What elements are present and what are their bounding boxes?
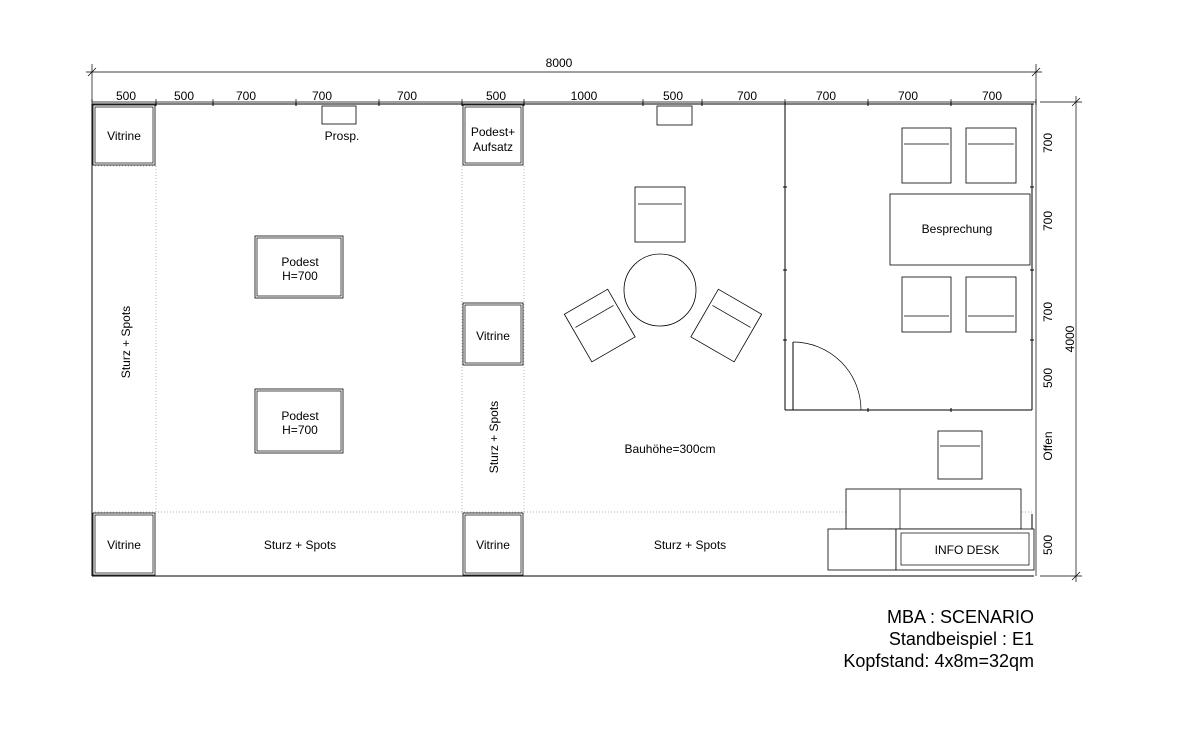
podest-1: Podest H=700 bbox=[254, 235, 344, 299]
dim-top-3: 700 bbox=[236, 89, 256, 103]
top-overall-dimension: 8000 bbox=[86, 56, 1042, 102]
vitrine-bottom-left: Vitrine bbox=[92, 512, 156, 576]
vitrine-top-left: Vitrine bbox=[92, 104, 156, 166]
chair-right bbox=[690, 288, 763, 363]
vitrine-bottom-left-label: Vitrine bbox=[107, 538, 141, 552]
dim-top-12: 700 bbox=[982, 89, 1002, 103]
podest-1-label-2: H=700 bbox=[282, 269, 318, 283]
sturz-bottom-right-label: Sturz + Spots bbox=[654, 538, 726, 552]
dim-total-depth: 4000 bbox=[1063, 325, 1077, 352]
wall-box bbox=[656, 105, 693, 126]
right-overall-dimension: 4000 bbox=[1040, 96, 1082, 582]
caption-line-3: Kopfstand: 4x8m=32qm bbox=[843, 651, 1034, 671]
dim-right-offen: Offen bbox=[1041, 431, 1055, 460]
desk-side-block bbox=[827, 528, 897, 571]
vitrine-middle: Vitrine bbox=[462, 302, 524, 366]
sturz-left-label: Sturz + Spots bbox=[119, 306, 133, 378]
dim-top-7: 1000 bbox=[571, 89, 598, 103]
lounge-area bbox=[563, 186, 763, 363]
dim-top-11: 700 bbox=[898, 89, 918, 103]
podest-2-label-1: Podest bbox=[281, 409, 319, 423]
info-desk bbox=[895, 528, 1035, 571]
caption-line-1: MBA : SCENARIO bbox=[886, 607, 1034, 627]
meeting-chair-4 bbox=[965, 276, 1017, 333]
dim-right-3: 700 bbox=[1041, 302, 1055, 322]
podest-aufsatz: Podest+ Aufsatz bbox=[462, 104, 524, 166]
dim-right-4: 500 bbox=[1041, 368, 1055, 388]
dim-right-2: 700 bbox=[1041, 211, 1055, 231]
chair-top bbox=[634, 186, 686, 243]
right-segment-dimensions: 700 700 700 500 Offen 500 bbox=[1035, 102, 1055, 576]
meeting-chair-3 bbox=[901, 276, 952, 333]
dim-right-1: 700 bbox=[1041, 133, 1055, 153]
meeting-chair-1 bbox=[901, 127, 952, 184]
top-segment-dimensions: 500 500 700 700 700 500 1000 500 700 700… bbox=[91, 89, 1037, 105]
vitrine-top-left-label: Vitrine bbox=[107, 129, 141, 143]
chair-left bbox=[563, 288, 636, 363]
meeting-chair-2 bbox=[965, 127, 1017, 184]
caption: MBA : SCENARIO Standbeispiel : E1 Kopfst… bbox=[843, 606, 1034, 672]
bauhoehe-label: Bauhöhe=300cm bbox=[624, 442, 715, 456]
podest-aufsatz-label-2: Aufsatz bbox=[473, 140, 513, 154]
dim-top-4: 700 bbox=[312, 89, 332, 103]
dim-top-6: 500 bbox=[486, 89, 506, 103]
dim-top-9: 700 bbox=[737, 89, 757, 103]
info-desk-area: INFO DESK bbox=[827, 430, 1035, 571]
meeting-table: Besprechung bbox=[889, 193, 1031, 266]
vitrine-middle-label: Vitrine bbox=[476, 329, 510, 343]
dim-top-1: 500 bbox=[116, 89, 136, 103]
dim-total-width: 8000 bbox=[546, 56, 573, 70]
podest-aufsatz-label-1: Podest+ bbox=[471, 125, 515, 139]
desk-back-counter bbox=[845, 488, 1022, 530]
info-desk-label: INFO DESK bbox=[935, 543, 1000, 557]
round-table bbox=[623, 253, 697, 327]
dim-top-5: 700 bbox=[397, 89, 417, 103]
sturz-bottom-left-label: Sturz + Spots bbox=[264, 538, 336, 552]
besprechung-label: Besprechung bbox=[922, 222, 993, 236]
podest-2: Podest H=700 bbox=[254, 388, 344, 454]
dim-right-6: 500 bbox=[1041, 535, 1055, 555]
dim-top-10: 700 bbox=[816, 89, 836, 103]
dim-top-2: 500 bbox=[174, 89, 194, 103]
prosp-label: Prosp. bbox=[325, 129, 360, 143]
meeting-room: Besprechung bbox=[783, 104, 1034, 412]
caption-line-2: Standbeispiel : E1 bbox=[888, 629, 1034, 649]
dim-top-8: 500 bbox=[663, 89, 683, 103]
vitrine-bottom-middle-label: Vitrine bbox=[476, 538, 510, 552]
door bbox=[792, 341, 862, 411]
vitrine-bottom-middle: Vitrine bbox=[462, 512, 524, 576]
sturz-middle-label: Sturz + Spots bbox=[487, 401, 501, 473]
stand-outline bbox=[91, 102, 1034, 577]
desk-chair bbox=[937, 430, 983, 480]
brochure-holder: Prosp. bbox=[321, 105, 360, 143]
podest-1-label-1: Podest bbox=[281, 255, 319, 269]
podest-2-label-2: H=700 bbox=[282, 423, 318, 437]
